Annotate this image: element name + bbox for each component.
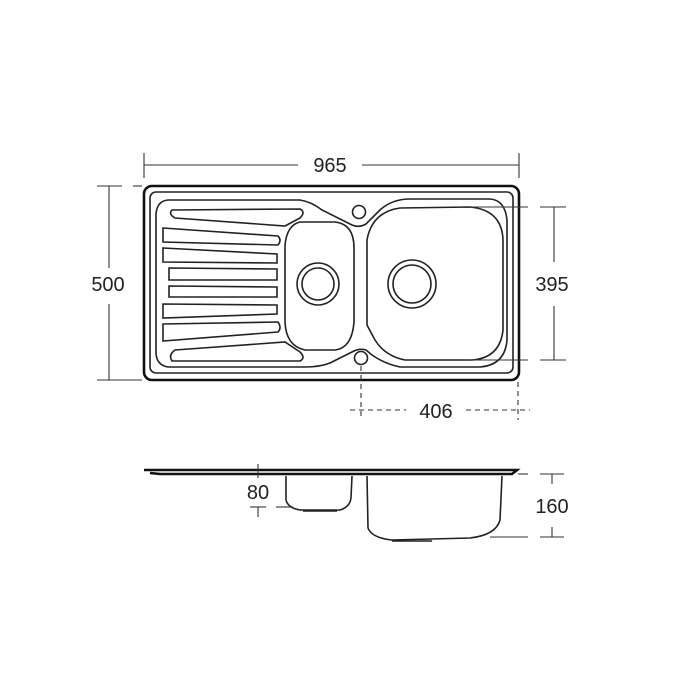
dimension-80: 80: [247, 464, 290, 517]
main-bowl: [366, 206, 504, 361]
bowl-depth-label: 395: [535, 274, 568, 296]
small-bowl-height-label: 80: [247, 482, 269, 504]
width-label: 965: [313, 155, 346, 177]
dimension-395: 395: [470, 206, 569, 361]
drainer-grooves: [162, 208, 304, 362]
sink-outer-edge: [142, 184, 521, 382]
sink-top-plate: [144, 468, 521, 476]
drainer-outline: [155, 198, 508, 368]
small-bowl-waste-outer: [296, 262, 340, 306]
main-bowl-waste-icon: [392, 264, 432, 304]
dimension-500: 500: [91, 185, 142, 381]
dimension-160: 160: [490, 473, 569, 538]
depth-label: 500: [91, 274, 124, 296]
main-bowl-height-label: 160: [535, 496, 568, 518]
small-bowl-waste-icon: [301, 267, 335, 301]
sink-rim: [149, 191, 514, 374]
main-bowl-waste-outer: [387, 259, 437, 309]
main-bowl-profile: [366, 475, 503, 541]
top-view: 965 500 395 406: [91, 153, 569, 423]
overflow-icon: [353, 350, 369, 366]
dimension-965: 965: [143, 153, 520, 178]
small-bowl: [284, 221, 355, 351]
bowl-width-label: 406: [419, 401, 452, 423]
side-view: 80 160: [144, 464, 569, 542]
small-bowl-profile: [285, 475, 353, 511]
dimension-406: 406: [350, 366, 530, 423]
tap-hole-icon: [351, 204, 367, 220]
